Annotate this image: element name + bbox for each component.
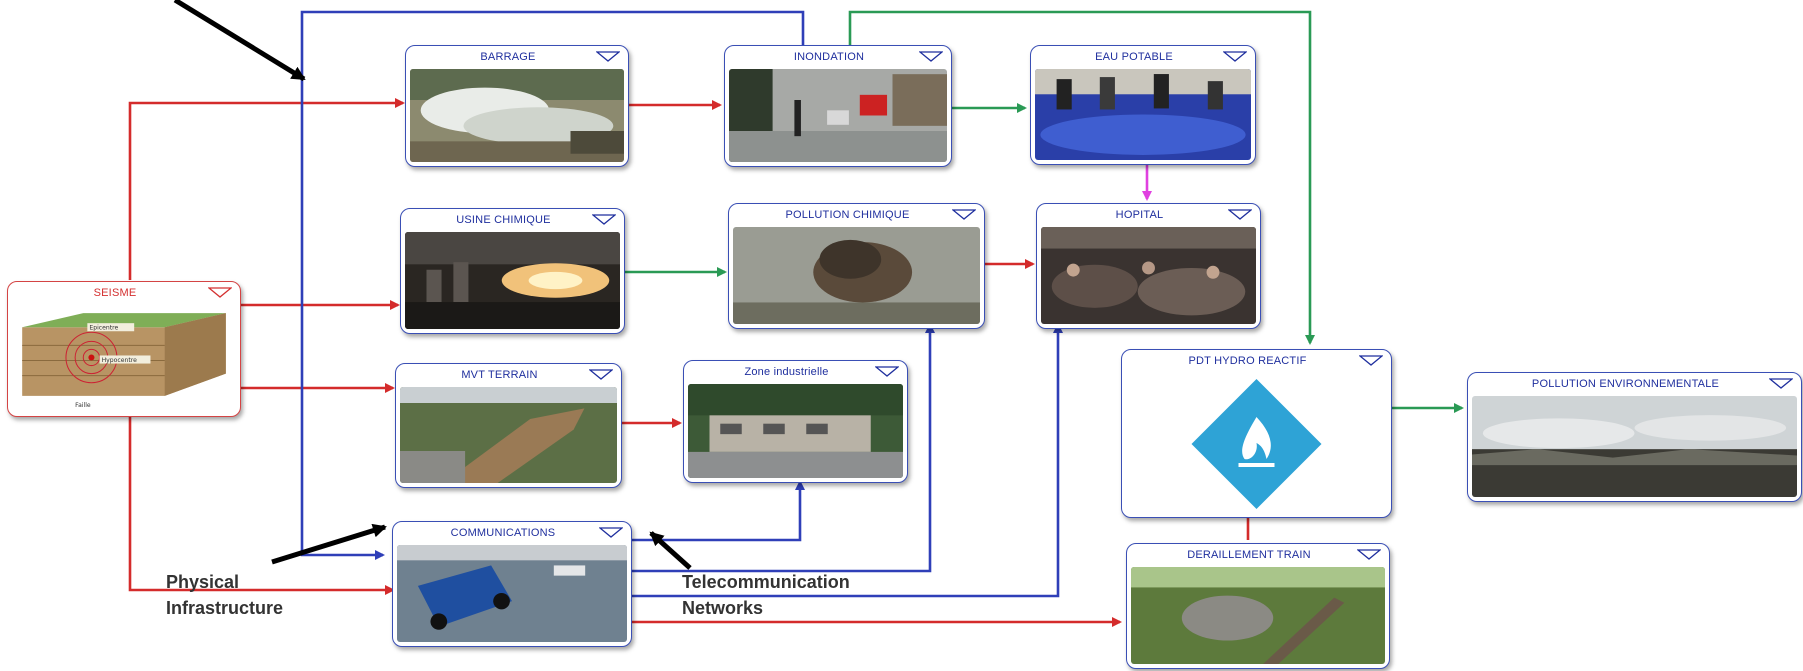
epicentre-label: Epicentre <box>89 325 118 332</box>
node-title: PDT HYDRO REACTIF <box>1188 355 1307 367</box>
earthquake-diagram-image: Epicentre Hypocentre Faille <box>12 305 236 412</box>
node-title: BARRAGE <box>480 51 536 63</box>
annotation-line: Physical <box>166 572 240 592</box>
dropdown-triangle-icon[interactable] <box>592 214 616 225</box>
node-title: COMMUNICATIONS <box>450 527 556 539</box>
annotation-line: Telecommunication <box>682 572 850 592</box>
annotation-line: Networks <box>682 598 764 618</box>
dropdown-triangle-icon[interactable] <box>589 369 613 380</box>
node-title: POLLUTION ENVIRONNEMENTALE <box>1531 378 1720 390</box>
water-bottles-image <box>1035 69 1251 160</box>
node-pdt-hydro-reactif[interactable]: PDT HYDRO REACTIF <box>1121 349 1392 518</box>
annotation-physical-infrastructure: Physical Infrastructure <box>166 569 283 621</box>
node-title: INONDATION <box>793 51 865 63</box>
node-title: EAU POTABLE <box>1095 51 1173 63</box>
node-usine-chimique[interactable]: USINE CHIMIQUE <box>400 208 625 334</box>
dropdown-triangle-icon[interactable] <box>596 51 620 62</box>
node-title: HOPITAL <box>1115 209 1164 221</box>
damaged-building-image <box>688 384 903 478</box>
faille-label: Faille <box>75 402 91 409</box>
dropdown-triangle-icon[interactable] <box>1359 355 1383 366</box>
node-communications[interactable]: COMMUNICATIONS <box>392 521 632 647</box>
landslide-image <box>400 387 617 483</box>
dropdown-triangle-icon[interactable] <box>875 366 899 377</box>
node-title: DERAILLEMENT TRAIN <box>1187 549 1311 561</box>
node-eau-potable[interactable]: EAU POTABLE <box>1030 45 1256 165</box>
dropdown-triangle-icon[interactable] <box>1357 549 1381 560</box>
annotation-arrow-physical <box>271 523 387 565</box>
node-inondation[interactable]: INONDATION <box>724 45 952 167</box>
chemical-plant-fire-image <box>405 232 620 329</box>
annotation-telecommunication-networks: Telecommunication Networks <box>682 569 850 621</box>
dropdown-triangle-icon[interactable] <box>599 527 623 538</box>
dam-flood-image <box>410 69 624 162</box>
dropdown-triangle-icon[interactable] <box>1228 209 1252 220</box>
node-deraillement-train[interactable]: DERAILLEMENT TRAIN <box>1126 543 1390 669</box>
dropdown-triangle-icon[interactable] <box>1769 378 1793 389</box>
chemical-smoke-image <box>733 227 980 324</box>
dropdown-triangle-icon[interactable] <box>919 51 943 62</box>
damaged-road-car-image <box>397 545 627 642</box>
link-inondation-pdt <box>848 10 1315 345</box>
annotation-line: Infrastructure <box>166 598 284 618</box>
node-mvt-terrain[interactable]: MVT TERRAIN <box>395 363 622 488</box>
dropdown-triangle-icon[interactable] <box>952 209 976 220</box>
annotation-arrow-telecom <box>649 531 692 570</box>
node-pollution-chimique[interactable]: POLLUTION CHIMIQUE <box>728 203 985 329</box>
link-communications-zone <box>630 480 805 542</box>
node-zone-industrielle[interactable]: Zone industrielle <box>683 360 908 483</box>
node-title: MVT TERRAIN <box>461 369 538 381</box>
node-title: USINE CHIMIQUE <box>456 214 551 226</box>
link-seisme-communications <box>128 415 395 595</box>
dropdown-triangle-icon[interactable] <box>1223 51 1247 62</box>
flame-hazard-diamond-icon <box>1126 373 1387 513</box>
link-communications-hopital <box>630 323 1063 598</box>
node-title: Zone industrielle <box>744 366 829 378</box>
dropdown-triangle-icon[interactable] <box>208 287 232 298</box>
node-hopital[interactable]: HOPITAL <box>1036 203 1261 329</box>
link-communications-pollution <box>630 323 935 573</box>
flooded-street-image <box>729 69 947 162</box>
link-inondation-frame <box>300 10 805 560</box>
node-title: POLLUTION CHIMIQUE <box>785 209 910 221</box>
annotation-arrow-top <box>173 0 306 82</box>
train-derailment-image <box>1131 567 1385 664</box>
hypocentre-label: Hypocentre <box>102 357 138 364</box>
crowded-hospital-image <box>1041 227 1256 324</box>
link-seisme-barrage <box>128 98 405 280</box>
node-seisme[interactable]: SEISME Epicentre Hypocentre Faille <box>7 281 241 417</box>
node-pollution-environnementale[interactable]: POLLUTION ENVIRONNEMENTALE <box>1467 372 1802 502</box>
polluted-landscape-image <box>1472 396 1797 497</box>
node-title: SEISME <box>93 287 137 299</box>
node-barrage[interactable]: BARRAGE <box>405 45 629 167</box>
